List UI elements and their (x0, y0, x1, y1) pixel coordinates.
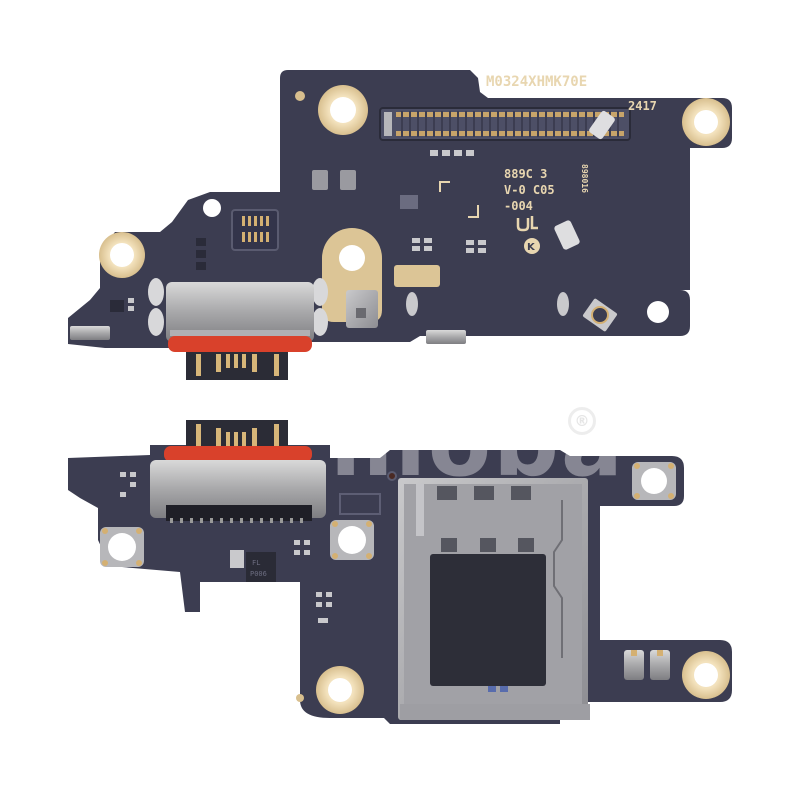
silkscreen-date: 2417 (628, 99, 657, 113)
mounting-hole-top-1 (318, 85, 368, 135)
chip-text-2: P006 (250, 570, 267, 578)
mounting-hole-top-3 (99, 232, 145, 278)
silkscreen-line-1: 889C 3 (504, 167, 547, 181)
bottom-board: FL P006 (68, 420, 732, 724)
sim-insulator-pad (430, 554, 546, 686)
antenna-bracket-1 (100, 527, 144, 567)
connector-seal (168, 336, 312, 352)
spring-contacts (70, 110, 615, 344)
small-fpc-connector (231, 209, 279, 251)
antenna-bracket-2 (330, 520, 374, 560)
antenna-connector-top (583, 298, 617, 332)
usb-c-port-bottom (150, 420, 326, 523)
ic-chip: FL P006 (230, 550, 276, 582)
board-to-board-connector (379, 107, 631, 141)
silkscreen-line-2: V-0 C05 (504, 183, 555, 197)
smd-components (110, 150, 486, 312)
mounting-hole-top-2 (682, 98, 730, 146)
svg-text:K: K (527, 242, 536, 253)
mounting-hole-bottom-2 (682, 651, 730, 699)
silkscreen-line-3: -004 (504, 199, 533, 213)
connector-seal (164, 446, 312, 462)
silkscreen-model: M0324XHMK70E (486, 74, 587, 90)
k-mark-icon: K (524, 238, 540, 254)
spring-contacts-bottom (624, 650, 670, 680)
chip-text-1: FL (252, 559, 260, 567)
antenna-bracket-3 (632, 462, 676, 500)
usb-c-port-top (166, 282, 314, 380)
sim-card-holder (398, 478, 590, 720)
mounting-hole-bottom-1 (316, 666, 364, 714)
silkscreen-vertical: 898016 (580, 164, 589, 193)
via-hole (203, 199, 221, 217)
top-board: M0324XHMK70E 2417 889C 3 V-0 C05 -004 89… (68, 70, 732, 380)
via-hole (647, 301, 669, 323)
via-hole (202, 583, 222, 603)
registered-trademark-icon: ® (568, 407, 596, 435)
ul-mark-icon (516, 216, 538, 232)
